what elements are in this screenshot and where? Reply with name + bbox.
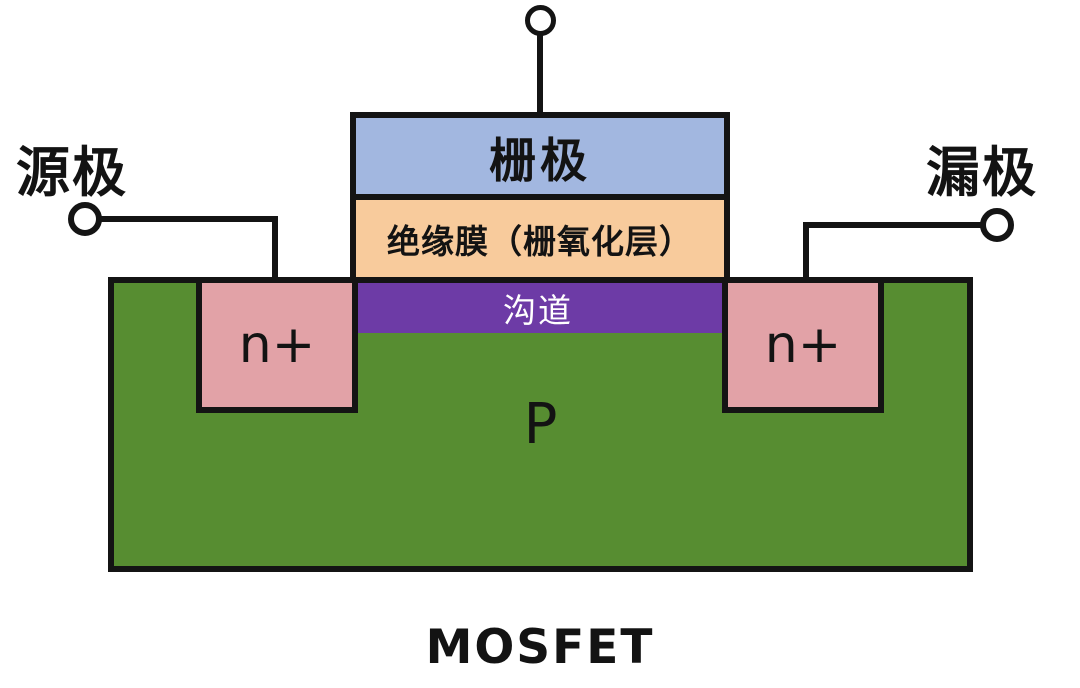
gate-oxide-label: 绝缘膜（栅氧化层） xyxy=(387,221,693,261)
drain-wire-vertical xyxy=(803,222,809,282)
source-label: 源极 xyxy=(16,141,128,204)
source-wire-vertical xyxy=(272,216,278,282)
drain-wire-horizontal xyxy=(806,222,984,228)
source-terminal-circle xyxy=(68,202,102,236)
drain-label: 漏极 xyxy=(926,141,1038,204)
p-substrate-label: P xyxy=(523,392,558,457)
gate-terminal-circle xyxy=(525,5,556,36)
gate-oxide-region: 绝缘膜（栅氧化层） xyxy=(350,194,730,283)
channel-region: 沟道 xyxy=(354,283,722,333)
n-plus-drain-region: n+ xyxy=(722,277,884,413)
channel-label: 沟道 xyxy=(503,291,573,330)
n-plus-source-region: n+ xyxy=(196,277,358,413)
gate-label: 栅极 xyxy=(489,133,591,189)
source-wire-horizontal xyxy=(100,216,278,222)
n-plus-drain-label: n+ xyxy=(764,315,842,375)
gate-terminal-wire xyxy=(537,32,543,116)
drain-terminal-circle xyxy=(980,208,1014,242)
gate-region: 栅极 xyxy=(350,112,730,200)
n-plus-source-label: n+ xyxy=(238,315,316,375)
diagram-title: MOSFET xyxy=(425,620,655,675)
